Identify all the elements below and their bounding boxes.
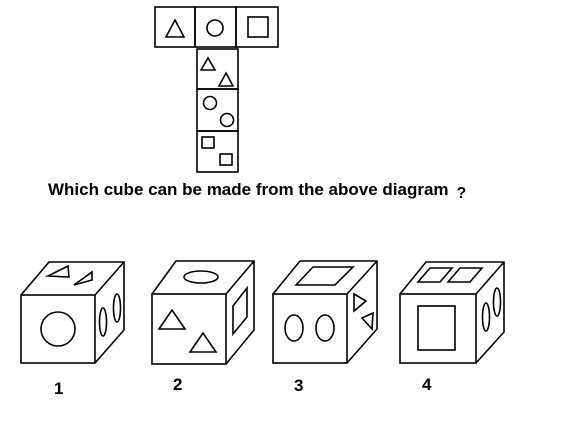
question-label: Which cube can be made from the above di… — [48, 180, 449, 199]
question-text: Which cube can be made from the above di… — [48, 180, 518, 204]
triangle-icon — [217, 71, 235, 87]
parallelogram-icon — [232, 285, 248, 337]
oval-icon — [492, 287, 502, 317]
cube-option-2[interactable] — [151, 260, 255, 365]
triangle-icon — [164, 18, 186, 38]
square-icon — [219, 153, 233, 166]
cube-net — [154, 6, 279, 173]
oval-icon — [98, 307, 108, 337]
oval-icon — [481, 302, 491, 332]
small-triangle-icon — [73, 270, 93, 286]
cube-option-4[interactable] — [399, 261, 505, 364]
square-icon — [417, 305, 456, 351]
triangle-icon — [188, 331, 218, 353]
small-triangle-icon — [44, 264, 70, 278]
triangle-icon — [353, 292, 368, 313]
circle-icon — [219, 112, 235, 128]
small-square-icon — [446, 267, 484, 283]
large-circle-icon — [40, 311, 76, 347]
circle-icon — [206, 19, 224, 37]
oval-icon — [183, 270, 219, 284]
cube-option-1[interactable] — [20, 261, 125, 364]
oval-icon — [315, 314, 335, 342]
net-face-two-circles — [196, 88, 239, 132]
square-icon — [247, 16, 269, 38]
oval-icon — [284, 314, 304, 342]
circle-icon — [202, 95, 218, 111]
question-mark: ? — [456, 185, 467, 202]
cube-option-3[interactable] — [272, 260, 378, 364]
net-face-two-squares — [196, 130, 239, 173]
net-face-square — [235, 6, 279, 48]
square-icon — [294, 266, 355, 286]
triangle-icon — [360, 311, 374, 331]
net-face-triangle — [154, 6, 196, 48]
option-label-2: 2 — [173, 375, 183, 394]
option-label-4: 4 — [422, 375, 432, 394]
square-icon — [201, 136, 215, 149]
option-label-1: 1 — [54, 379, 64, 398]
option-label-3: 3 — [294, 376, 304, 395]
net-face-two-triangles — [196, 48, 239, 90]
triangle-icon — [157, 308, 187, 330]
oval-icon — [112, 293, 122, 323]
small-square-icon — [416, 267, 454, 283]
net-face-circle — [194, 6, 237, 48]
triangle-icon — [199, 56, 217, 71]
